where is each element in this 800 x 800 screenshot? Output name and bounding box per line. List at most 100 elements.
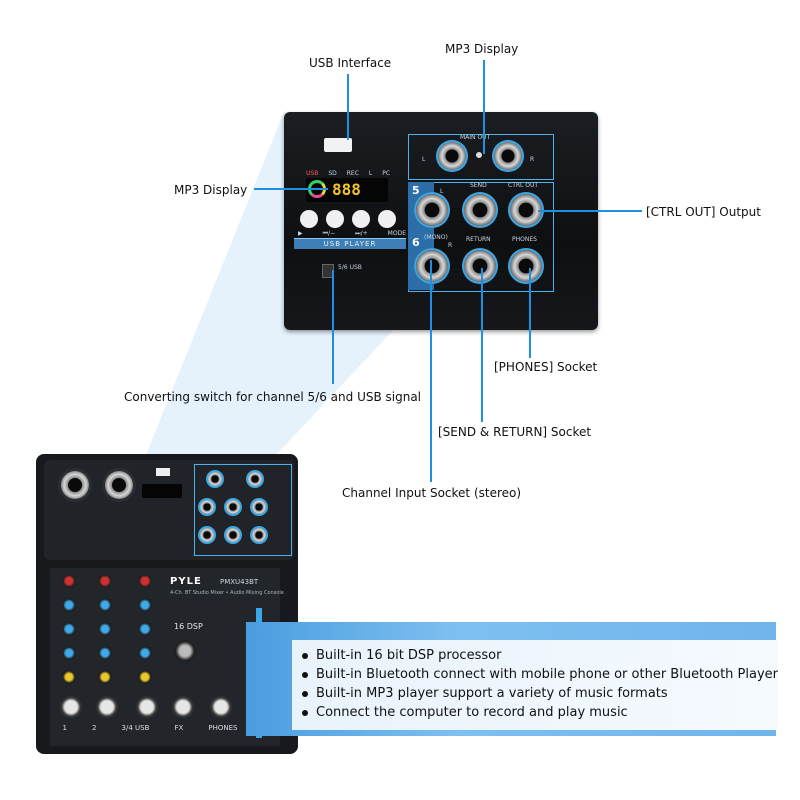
- mini-jack-8: [250, 526, 268, 544]
- ctrl-out-label: CTRL OUT: [508, 182, 539, 189]
- feature-item-1: Built-in 16 bit DSP processor: [302, 648, 501, 663]
- phones-label: PHONES: [512, 236, 537, 243]
- mini-jack-4: [224, 498, 242, 516]
- panel-closeup: USB SD REC L PC 888 ▶ ⏮/− ⏭/+ MODE USB P…: [284, 112, 598, 330]
- callout-line-channel-input: [430, 260, 432, 482]
- prev-button[interactable]: [326, 210, 344, 228]
- knob-ch2-gain[interactable]: [98, 574, 112, 588]
- channel-label-fx: FX: [174, 724, 184, 732]
- mp3-display: 888: [306, 178, 388, 202]
- features-panel: [292, 640, 778, 730]
- mini-jack-7: [224, 526, 242, 544]
- send-label: SEND: [470, 182, 487, 189]
- mini-io-box: [194, 464, 292, 556]
- mode-label-pc: PC: [382, 170, 391, 177]
- ch6-label: 6: [412, 236, 420, 249]
- knob-ch34-eq-lo[interactable]: [138, 646, 152, 660]
- knob-ch1-eq-hi[interactable]: [62, 598, 76, 612]
- callout-line-ctrl-out: [538, 210, 642, 212]
- mono-label: (MONO): [424, 234, 448, 241]
- callout-line-switch: [332, 270, 334, 384]
- send-jack[interactable]: [462, 192, 498, 228]
- play-button[interactable]: [300, 210, 318, 228]
- main-out-left-jack[interactable]: [436, 140, 468, 172]
- main-out-l-label: L: [422, 156, 426, 163]
- prev-button-label: ⏮/−: [322, 230, 336, 237]
- callout-send-return: [SEND & RETURN] Socket: [438, 425, 592, 439]
- mode-button-label: MODE: [387, 230, 406, 237]
- knob-ch2-level[interactable]: [96, 696, 118, 718]
- mixer-model: PMXU43BT: [220, 578, 259, 586]
- knob-ch1-gain[interactable]: [62, 574, 76, 588]
- knob-ch2-fx[interactable]: [98, 670, 112, 684]
- knob-fx-level[interactable]: [172, 696, 194, 718]
- xlr-input-1[interactable]: [58, 468, 92, 502]
- knob-ch1-level[interactable]: [60, 696, 82, 718]
- channel-5-jack[interactable]: [414, 192, 450, 228]
- channel-label-1: 1: [62, 724, 67, 732]
- feature-item-3: Built-in MP3 player support a variety of…: [302, 686, 668, 701]
- callout-phones-socket: [PHONES] Socket: [494, 360, 598, 374]
- ch5-l-label: L: [440, 188, 444, 195]
- next-button[interactable]: [352, 210, 370, 228]
- feature-item-4: Connect the computer to record and play …: [302, 705, 628, 720]
- mini-jack-2: [246, 470, 264, 488]
- ch5-label: 5: [412, 184, 420, 197]
- callout-line-send-return: [481, 268, 483, 422]
- mini-jack-6: [198, 526, 216, 544]
- channel-label-3-4: 3/4 USB: [121, 724, 150, 732]
- callout-line-phones: [529, 268, 531, 358]
- return-label: RETURN: [466, 236, 491, 243]
- mixer-dsp: 16 DSP: [174, 622, 203, 631]
- mode-label-sd: SD: [328, 170, 337, 177]
- callout-mp3-display-left: MP3 Display: [174, 183, 248, 197]
- channel-6-jack[interactable]: [414, 248, 450, 284]
- mode-label-usb: USB: [306, 170, 319, 177]
- callout-ctrl-out: [CTRL OUT] Output: [646, 205, 761, 219]
- channel-usb-switch-label: 5/6 USB: [338, 264, 362, 271]
- knob-ch2-eq-mid[interactable]: [98, 622, 112, 636]
- ch6-r-label: R: [448, 242, 453, 249]
- return-jack[interactable]: [462, 248, 498, 284]
- callout-usb-interface: USB Interface: [309, 56, 392, 70]
- main-out-right-jack[interactable]: [492, 140, 524, 172]
- knob-ch2-eq-lo[interactable]: [98, 646, 112, 660]
- knob-program[interactable]: [174, 640, 196, 662]
- main-out-r-label: R: [530, 156, 535, 163]
- xlr-input-2[interactable]: [102, 468, 136, 502]
- knob-ch1-eq-mid[interactable]: [62, 622, 76, 636]
- usb-player-label: USB PLAYER: [323, 240, 377, 248]
- knob-phones-level[interactable]: [210, 696, 232, 718]
- main-out-box: [408, 134, 554, 180]
- knob-ch34-eq-hi[interactable]: [138, 598, 152, 612]
- knob-ch1-fx[interactable]: [62, 670, 76, 684]
- mini-usb: [156, 468, 170, 476]
- phones-jack[interactable]: [508, 248, 544, 284]
- callout-mp3-display-top: MP3 Display: [445, 42, 519, 56]
- callout-line-mp3-top: [483, 60, 485, 154]
- callout-converting-switch: Converting switch for channel 5/6 and US…: [124, 390, 422, 404]
- knob-ch34-level[interactable]: [136, 696, 158, 718]
- knob-ch34-eq-mid[interactable]: [138, 622, 152, 636]
- mini-jack-5: [250, 498, 268, 516]
- knob-ch34-gain[interactable]: [138, 574, 152, 588]
- main-out-led: [476, 152, 482, 158]
- mini-jack-1: [206, 470, 224, 488]
- channel-label-2: 2: [92, 724, 97, 732]
- mode-label-l: L: [368, 170, 373, 177]
- knob-ch1-eq-lo[interactable]: [62, 646, 76, 660]
- callout-line-usb: [347, 74, 349, 140]
- feature-item-2: Built-in Bluetooth connect with mobile p…: [302, 667, 778, 682]
- main-out-label: MAIN OUT: [460, 134, 491, 141]
- play-button-label: ▶: [298, 230, 303, 237]
- mini-jack-3: [198, 498, 216, 516]
- mixer-description: 4-Ch. BT Studio Mixer • Audio Mixing Con…: [170, 590, 284, 596]
- mode-label-rec: REC: [346, 170, 359, 177]
- mini-display: [142, 484, 182, 498]
- knob-ch34-fx[interactable]: [138, 670, 152, 684]
- mode-button[interactable]: [378, 210, 396, 228]
- mp3-display-digits: 888: [332, 180, 361, 199]
- knob-ch2-eq-hi[interactable]: [98, 598, 112, 612]
- mixer-brand: PYLE: [170, 576, 202, 587]
- channel-label-phones: PHONES: [208, 724, 238, 732]
